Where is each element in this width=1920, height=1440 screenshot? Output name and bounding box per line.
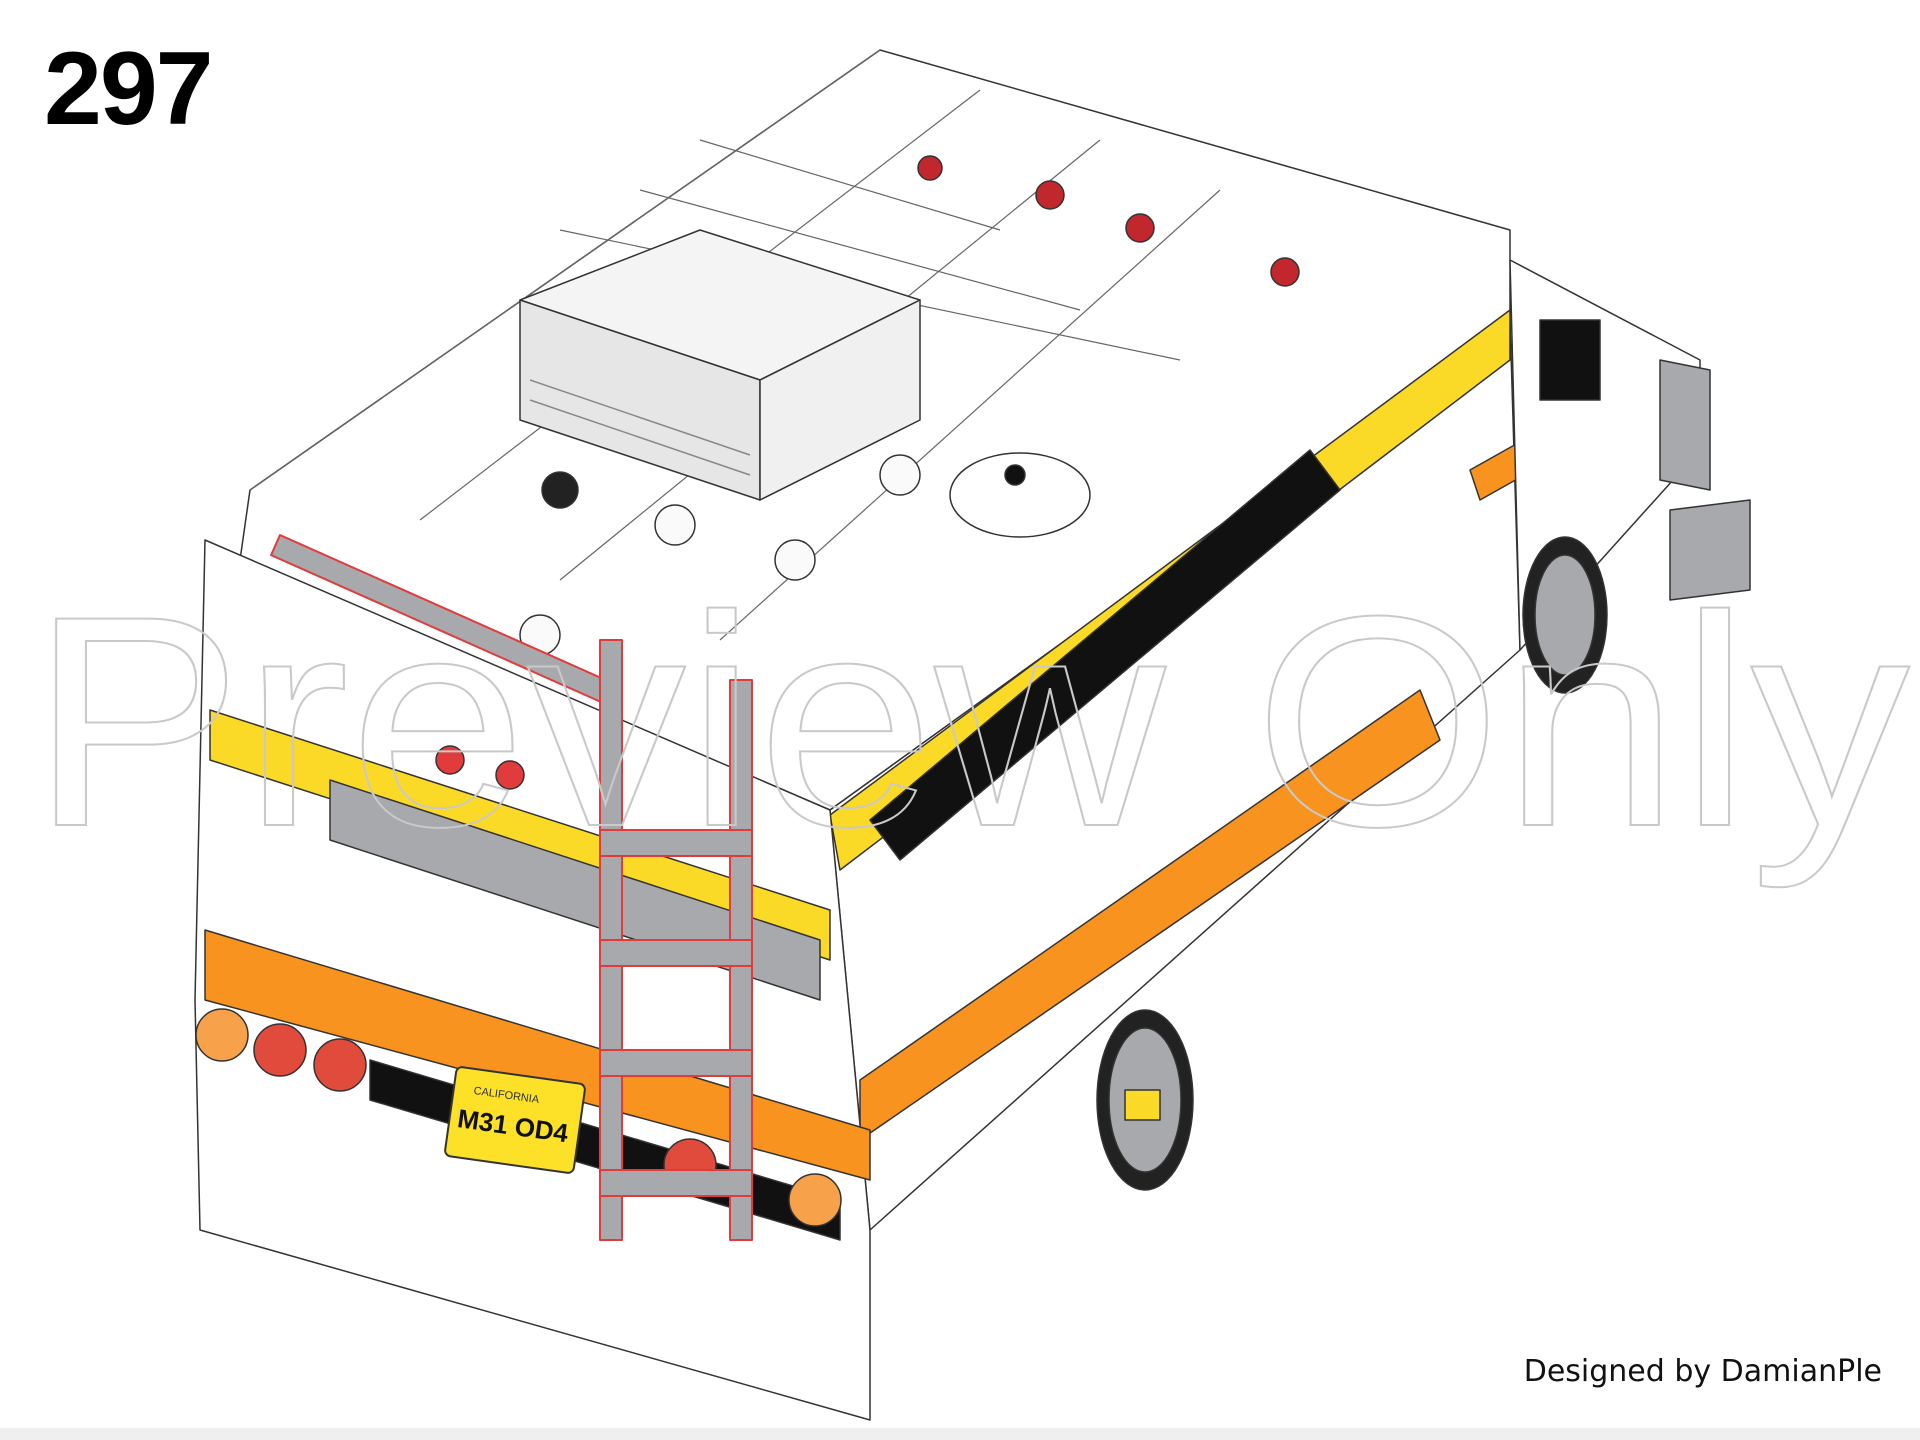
preview-watermark: Preview Only bbox=[30, 553, 1910, 891]
roof-unit-side bbox=[759, 299, 921, 501]
mirror-block bbox=[1539, 319, 1601, 401]
step-number: 297 bbox=[44, 31, 214, 147]
bottom-strip bbox=[0, 1428, 1920, 1440]
front-wheel bbox=[1522, 536, 1608, 694]
license-plate: CALIFORNIA M31 OD4 bbox=[444, 1066, 586, 1174]
roof-ladder bbox=[270, 534, 753, 1241]
side-black-bar bbox=[869, 449, 1341, 861]
bumper-lower bbox=[1669, 499, 1751, 601]
bumper-block bbox=[1659, 359, 1711, 491]
designer-credit: Designed by DamianPle bbox=[1523, 1354, 1882, 1389]
rear-wheel bbox=[1096, 1009, 1194, 1191]
